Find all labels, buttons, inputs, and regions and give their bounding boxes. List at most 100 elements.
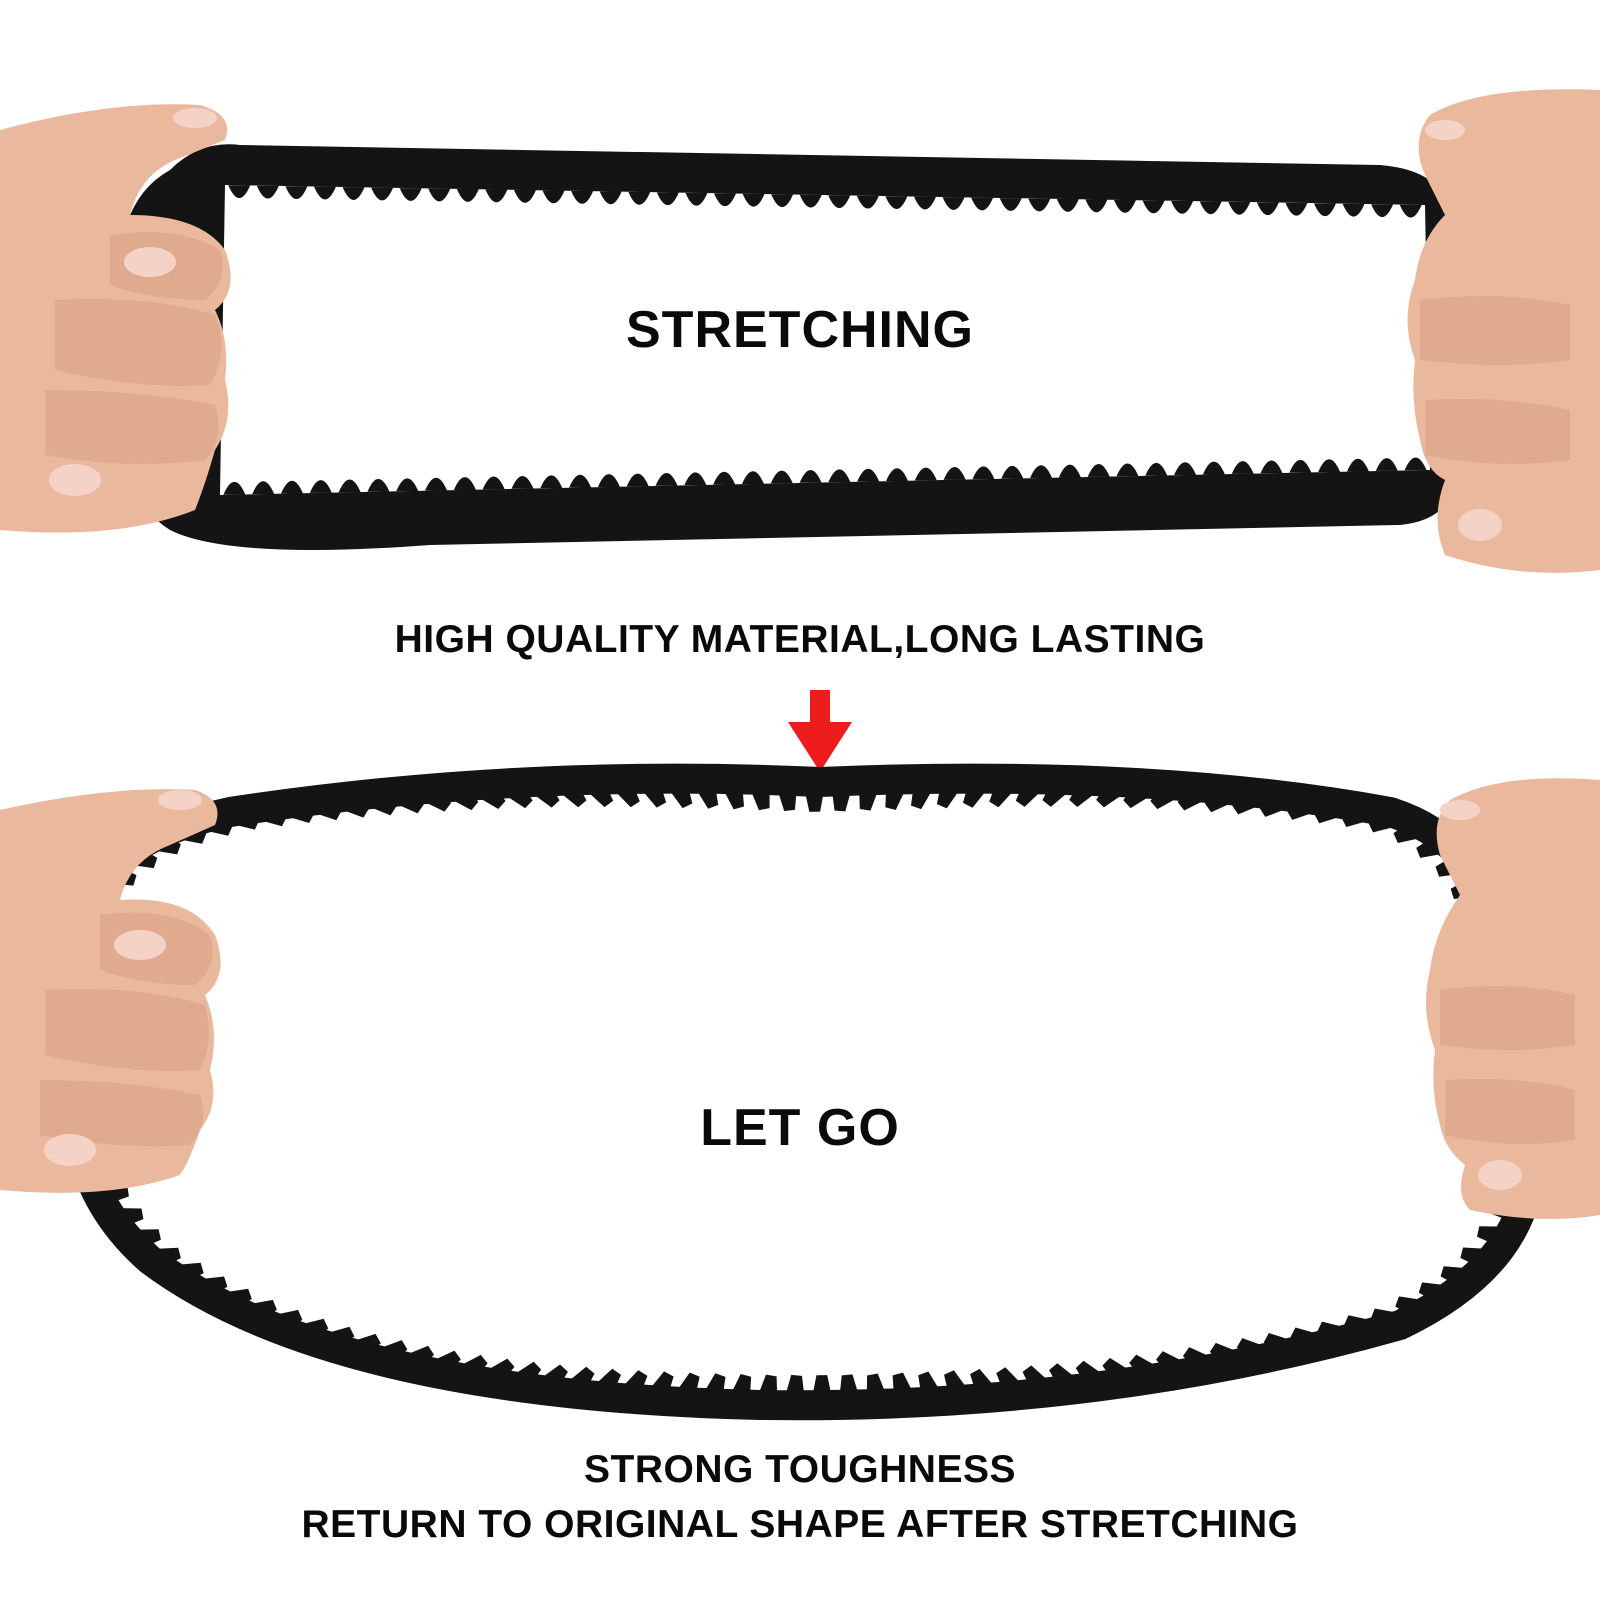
belt-tooth <box>563 784 587 808</box>
belt-tooth <box>1182 1347 1206 1370</box>
belt-tooth <box>491 1358 515 1382</box>
belt-tooth <box>1236 1338 1260 1360</box>
belt-tooth <box>237 808 260 830</box>
belt-tooth <box>1228 201 1251 215</box>
belt-tooth <box>679 1372 700 1395</box>
belt-tooth <box>1416 837 1439 858</box>
belt-tooth <box>1085 199 1108 213</box>
belt-tooth <box>885 196 908 209</box>
belt-tooth <box>309 480 332 493</box>
belt-tooth <box>1199 201 1222 215</box>
belt-tooth <box>812 1375 831 1394</box>
belt-tooth <box>1395 1296 1418 1317</box>
belt-tooth <box>832 792 851 812</box>
belt-tooth <box>856 195 879 209</box>
belt-tooth <box>230 1288 252 1309</box>
belt-tooth <box>1087 464 1110 477</box>
belt-tooth <box>1042 783 1065 807</box>
left-hand-bottom <box>0 789 221 1193</box>
belt-tooth <box>626 473 649 487</box>
belt-tooth <box>1393 822 1416 844</box>
belt-tooth <box>866 1373 885 1394</box>
belt-tooth <box>970 1368 992 1392</box>
belt-tooth <box>771 194 794 208</box>
stretched-belt <box>120 144 1455 550</box>
belt-tooth <box>281 480 304 494</box>
belt-tooth <box>291 801 315 824</box>
belt-tooth <box>714 193 736 207</box>
belt-tooth <box>280 1309 303 1331</box>
belt-tooth <box>252 481 275 495</box>
belt-tooth <box>751 789 770 811</box>
belt-tooth <box>1129 1354 1153 1378</box>
belt-tooth <box>1344 1315 1367 1336</box>
left-hand-top <box>0 104 231 533</box>
belt-tooth <box>732 1374 752 1396</box>
belt-tooth <box>999 198 1022 211</box>
belt-tooth <box>625 1370 648 1394</box>
belt-tooth <box>839 1374 858 1394</box>
belt-tooth <box>1342 203 1365 217</box>
belt-tooth <box>228 185 251 199</box>
belt-tooth <box>1171 200 1194 214</box>
belt-tooth <box>655 472 678 486</box>
belt-tooth <box>1156 1351 1180 1374</box>
belt-tooth <box>892 1372 912 1394</box>
toughness-caption: STRONG TOUGHNESS <box>584 1448 1016 1491</box>
belt-tooth <box>644 784 667 808</box>
belt-tooth <box>914 196 936 210</box>
belt-tooth <box>1460 1247 1482 1266</box>
belt-tooth <box>698 786 719 809</box>
stretching-label: STRETCHING <box>626 301 974 359</box>
belt-tooth <box>285 186 308 199</box>
belt-tooth <box>617 784 640 808</box>
belt-tooth <box>256 185 279 199</box>
belt-tooth <box>1289 459 1312 473</box>
belt-tooth <box>455 787 479 811</box>
belt-tooth <box>1001 465 1024 479</box>
belt-tooth <box>1202 461 1225 475</box>
belt-tooth <box>1285 202 1308 216</box>
belt-tooth <box>1368 811 1391 833</box>
belt-tooth <box>914 467 937 481</box>
belt-tooth <box>684 472 707 486</box>
belt-tooth <box>367 478 390 492</box>
belt-tooth <box>1030 465 1053 479</box>
belt-tooth <box>453 477 476 490</box>
belt-tooth <box>1476 1226 1498 1245</box>
belt-tooth <box>685 192 708 206</box>
belt-tooth <box>799 469 822 483</box>
belt-tooth <box>786 1374 805 1395</box>
belt-tooth <box>569 474 592 488</box>
belt-tooth <box>338 479 361 493</box>
belt-tooth <box>805 793 824 812</box>
belt-tooth <box>542 190 565 204</box>
belt-tooth <box>713 471 736 485</box>
belt-tooth <box>511 475 534 489</box>
belt-tooth <box>971 197 994 211</box>
belt-tooth <box>1022 1365 1045 1389</box>
relaxed-belt <box>59 763 1546 1421</box>
belt-tooth <box>1209 1342 1233 1365</box>
belt-tooth <box>1116 463 1139 477</box>
belt-tooth <box>599 191 622 205</box>
belt-tooth <box>1231 461 1254 474</box>
belt-tooth <box>545 1364 568 1388</box>
belt-tooth <box>759 1374 778 1395</box>
right-hand-bottom <box>1426 778 1600 1219</box>
belt-tooth <box>571 190 594 204</box>
belt-tooth <box>1145 462 1168 476</box>
belt-tooth <box>828 195 851 209</box>
red-down-arrow-icon <box>788 690 852 772</box>
belt-tooth <box>1260 460 1283 474</box>
belt-tooth <box>1102 1357 1126 1381</box>
belt-tooth <box>182 1262 204 1282</box>
belt-tooth <box>509 785 533 809</box>
belt-tooth <box>1174 462 1197 476</box>
belt-tooth <box>331 1326 355 1348</box>
belt-tooth <box>305 1318 329 1340</box>
belt-tooth <box>123 1208 144 1226</box>
belt-tooth <box>536 784 560 808</box>
belt-tooth <box>857 468 880 482</box>
belt-tooth <box>1404 457 1427 471</box>
